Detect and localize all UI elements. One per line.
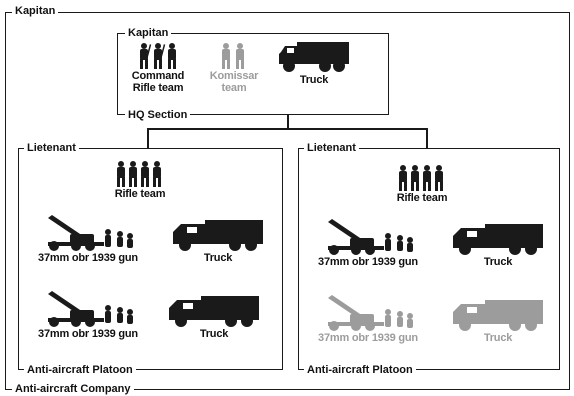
truck: Truck bbox=[166, 294, 262, 340]
truck-icon bbox=[173, 220, 263, 251]
truck-icon bbox=[279, 42, 349, 72]
platoon-frame bbox=[298, 148, 560, 370]
company-frame bbox=[5, 12, 570, 390]
hq-truck: Truck bbox=[276, 40, 352, 86]
platoon-frame bbox=[18, 148, 283, 370]
soldiers-icon bbox=[117, 161, 161, 187]
truck-icon bbox=[453, 224, 543, 255]
connector-horizontal bbox=[147, 128, 427, 130]
platoon-leader-label: Lietenant bbox=[304, 142, 359, 154]
hq-unit-label-line1: Truck bbox=[299, 74, 329, 86]
aa-gun-label: 37mm obr 1939 gun bbox=[38, 328, 138, 340]
hq-unit-label-line1: Command bbox=[131, 70, 185, 82]
soldiers-icon bbox=[140, 43, 176, 69]
aa-gun-icon bbox=[48, 215, 133, 251]
hq-unit-label-line1: Komissar bbox=[209, 70, 259, 82]
soldiers-icon bbox=[399, 165, 443, 191]
rifle-team: Rifle team bbox=[382, 164, 462, 204]
connector-left bbox=[147, 128, 149, 148]
truck-label: Truck bbox=[483, 332, 513, 344]
aa-gun-label: 37mm obr 1939 gun bbox=[318, 332, 418, 344]
hq-komissar-team: Komissar team bbox=[204, 42, 264, 94]
aa-gun: 37mm obr 1939 gun bbox=[312, 214, 424, 268]
rifle-team-label: Rifle team bbox=[396, 192, 448, 204]
connector-vertical bbox=[287, 115, 289, 129]
truck-label: Truck bbox=[199, 328, 229, 340]
rifle-team: Rifle team bbox=[100, 160, 180, 200]
truck-muted: Truck bbox=[450, 298, 546, 344]
rifle-team-label: Rifle team bbox=[114, 188, 166, 200]
hq-command-rifle-team: Command Rifle team bbox=[128, 42, 188, 94]
truck: Truck bbox=[170, 218, 266, 264]
truck: Truck bbox=[450, 222, 546, 268]
connector-right bbox=[426, 128, 428, 148]
truck-label: Truck bbox=[483, 256, 513, 268]
hq-unit-label-line2: Rifle team bbox=[132, 82, 184, 94]
hq-frame bbox=[117, 33, 389, 115]
hq-commander-label: Kapitan bbox=[125, 27, 172, 39]
aa-gun-icon bbox=[328, 295, 413, 331]
hq-unit-label-line2: team bbox=[221, 82, 247, 94]
aa-gun-icon bbox=[328, 219, 413, 255]
platoon-name-label: Anti-aircraft Platoon bbox=[304, 364, 416, 376]
aa-gun: 37mm obr 1939 gun bbox=[32, 286, 144, 340]
aa-gun-muted: 37mm obr 1939 gun bbox=[312, 290, 424, 344]
company-name-label: Anti-aircraft Company bbox=[12, 383, 134, 395]
platoon-name-label: Anti-aircraft Platoon bbox=[24, 364, 136, 376]
platoon-leader-label: Lietenant bbox=[24, 142, 79, 154]
aa-gun-icon bbox=[48, 291, 133, 327]
truck-icon bbox=[453, 300, 543, 331]
company-commander-label: Kapitan bbox=[12, 5, 59, 17]
aa-gun: 37mm obr 1939 gun bbox=[32, 210, 144, 264]
soldiers-icon bbox=[222, 43, 244, 69]
truck-label: Truck bbox=[203, 252, 233, 264]
hq-section-label: HQ Section bbox=[125, 109, 191, 121]
aa-gun-label: 37mm obr 1939 gun bbox=[38, 252, 138, 264]
aa-gun-label: 37mm obr 1939 gun bbox=[318, 256, 418, 268]
truck-icon bbox=[169, 296, 259, 327]
